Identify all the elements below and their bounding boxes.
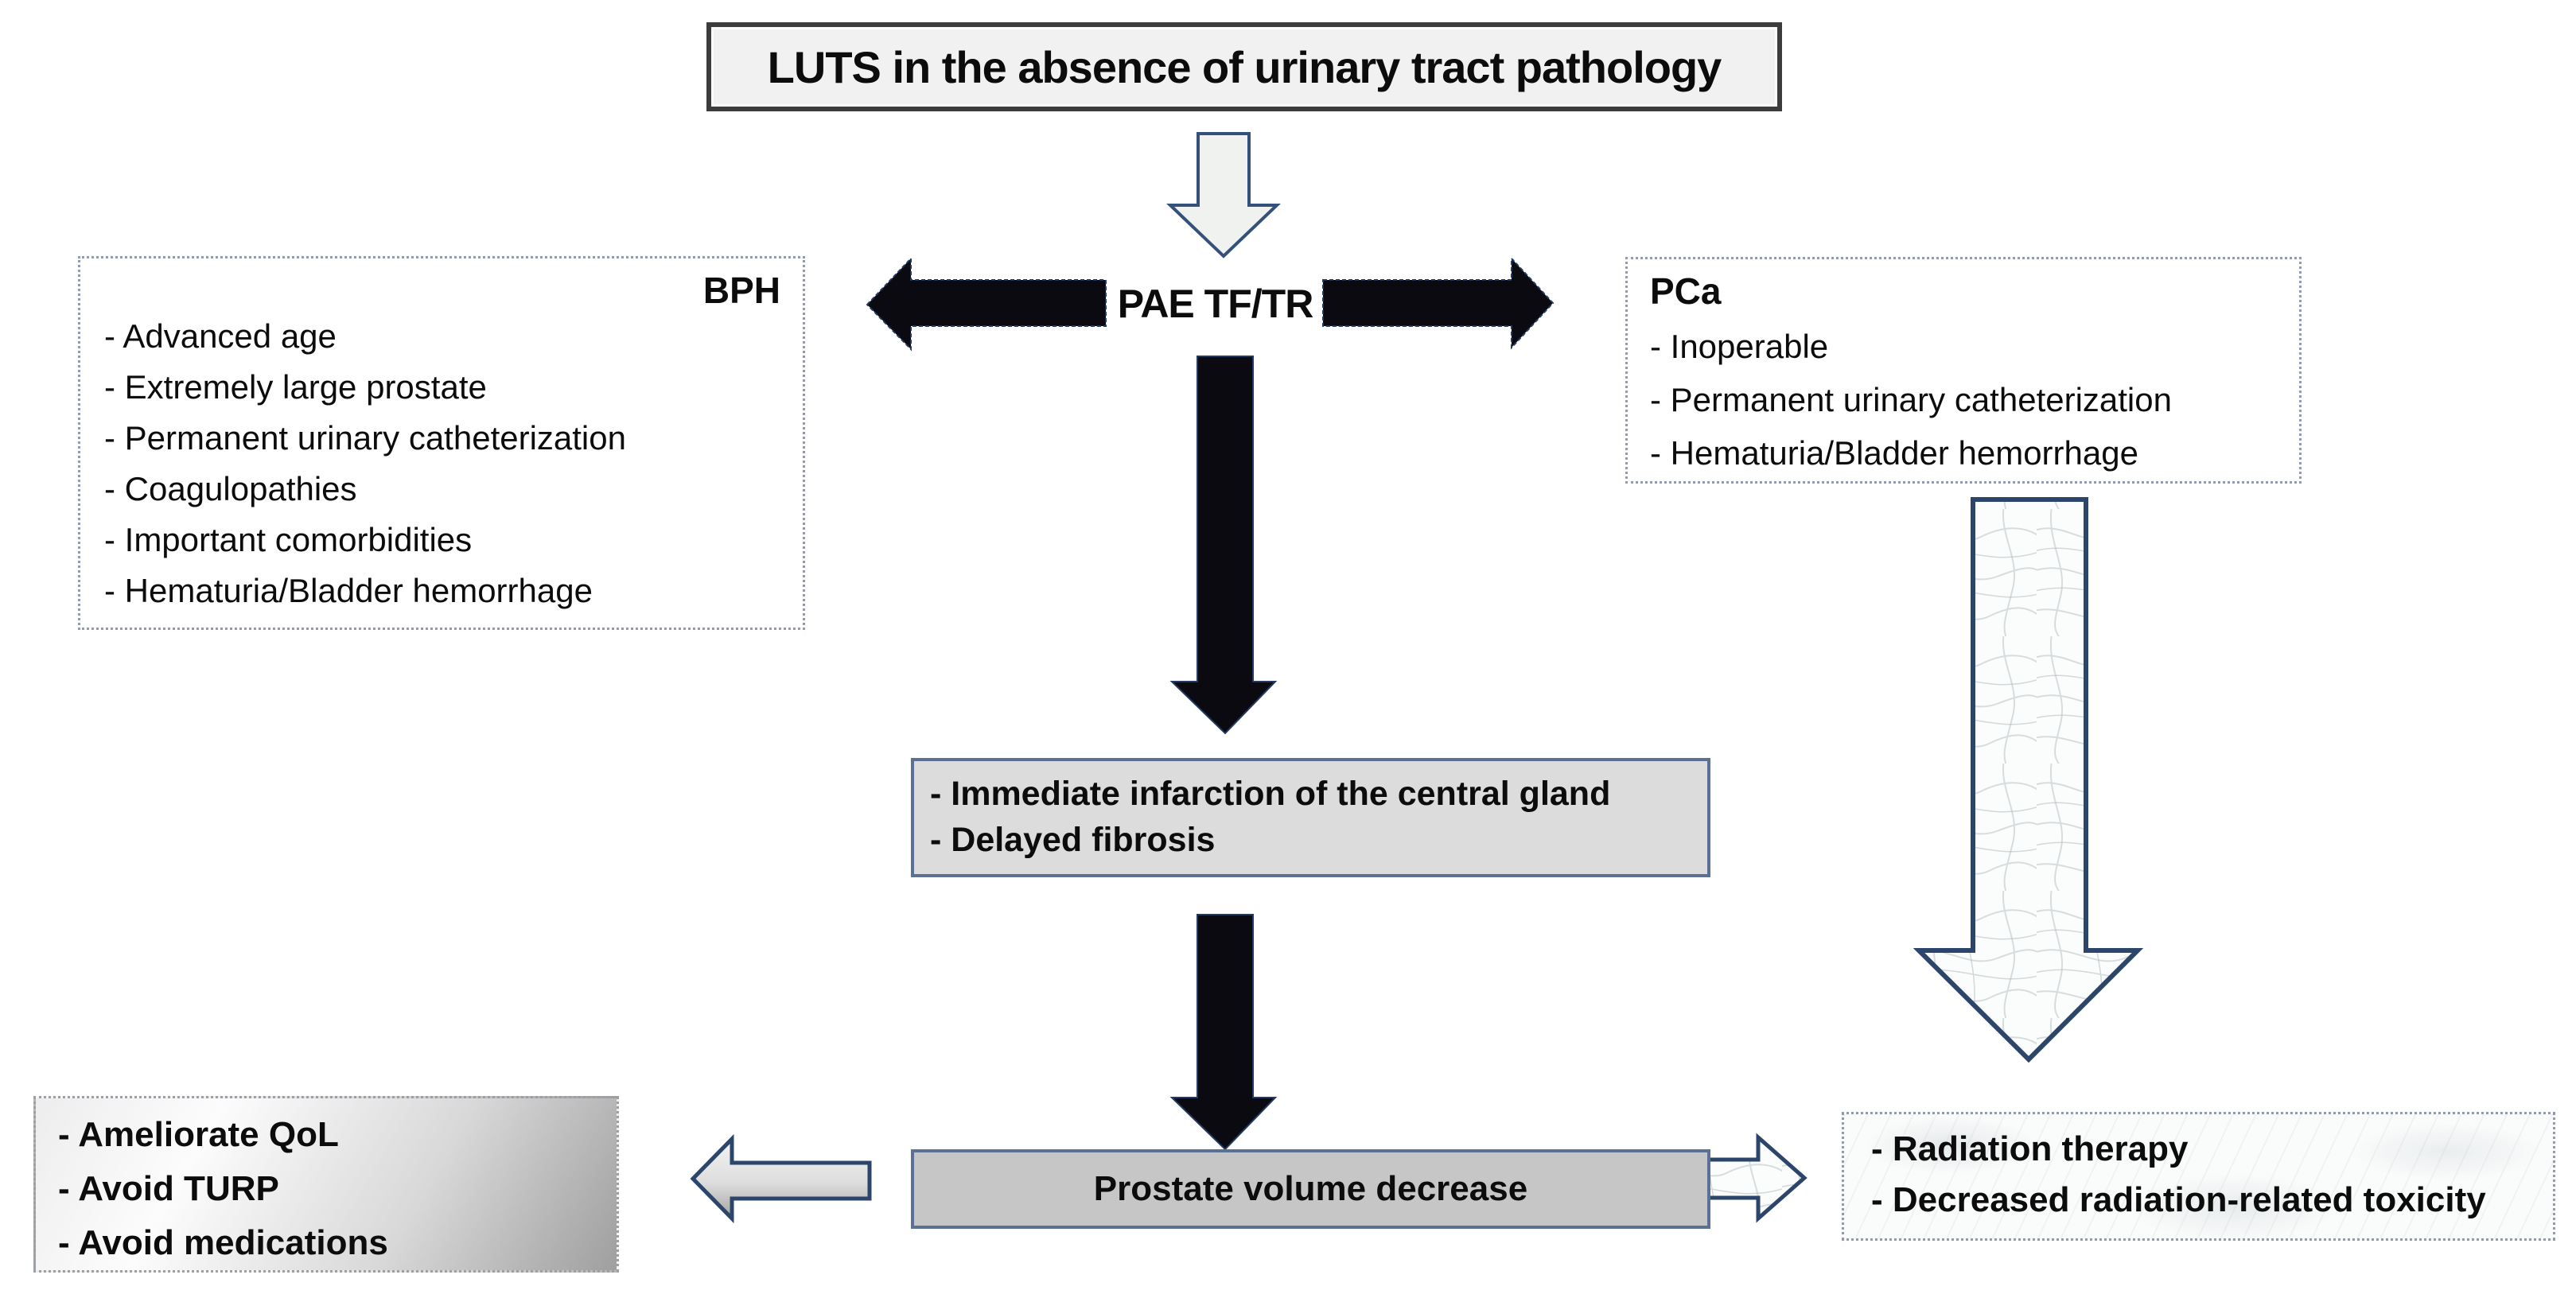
list-item: - Permanent urinary catheterization (104, 419, 626, 457)
title-box: LUTS in the absence of urinary tract pat… (706, 22, 1782, 111)
bph-indications-list: - Advanced age - Extremely large prostat… (80, 311, 803, 616)
benefits-box: - Ameliorate QoL - Avoid TURP - Avoid me… (33, 1096, 619, 1273)
effects-line: - Immediate infarction of the central gl… (930, 775, 1611, 813)
pca-indications-box: PCa - Inoperable - Permanent urinary cat… (1625, 257, 2302, 484)
list-item: - Hematuria/Bladder hemorrhage (104, 572, 593, 609)
list-item: - Inoperable (1650, 328, 1829, 365)
list-item: - Advanced age (104, 317, 337, 355)
pca-box-title: PCa (1650, 270, 1722, 312)
benefits-line: - Ameliorate QoL (58, 1115, 339, 1154)
marble-down-arrow-icon (1913, 497, 2144, 1063)
radiation-line: - Radiation therapy (1871, 1129, 2189, 1168)
list-item: - Hematuria/Bladder hemorrhage (1650, 434, 2138, 472)
benefits-line: - Avoid medications (58, 1223, 388, 1262)
gradient-left-arrow-icon (690, 1133, 872, 1224)
radiation-line: - Decreased radiation-related toxicity (1871, 1180, 2486, 1219)
list-item: - Coagulopathies (104, 470, 357, 507)
black-arrow-left-icon (866, 256, 1107, 352)
pca-indications-list: - Inoperable - Permanent urinary cathete… (1628, 320, 2299, 480)
volume-decrease-box: Prostate volume decrease (911, 1149, 1710, 1229)
benefits-line: - Avoid TURP (58, 1169, 279, 1208)
down-arrow-light-icon (1166, 132, 1281, 258)
pae-center-label: PAE TF/TR (1117, 282, 1314, 326)
black-down-arrow-lower-icon (1169, 914, 1278, 1151)
page-title: LUTS in the absence of urinary tract pat… (767, 41, 1722, 92)
list-item: - Permanent urinary catheterization (1650, 381, 2172, 418)
radiation-box: - Radiation therapy - Decreased radiatio… (1842, 1112, 2555, 1241)
list-item: - Extremely large prostate (104, 368, 487, 406)
black-down-arrow-upper-icon (1169, 356, 1278, 735)
volume-decrease-label: Prostate volume decrease (1093, 1169, 1528, 1208)
bph-box-title: BPH (702, 270, 780, 311)
bph-indications-box: BPH - Advanced age - Extremely large pro… (78, 256, 805, 630)
effects-line: - Delayed fibrosis (930, 821, 1216, 859)
black-arrow-right-icon (1322, 256, 1555, 350)
effects-box: - Immediate infarction of the central gl… (911, 758, 1710, 877)
list-item: - Important comorbidities (104, 521, 473, 558)
